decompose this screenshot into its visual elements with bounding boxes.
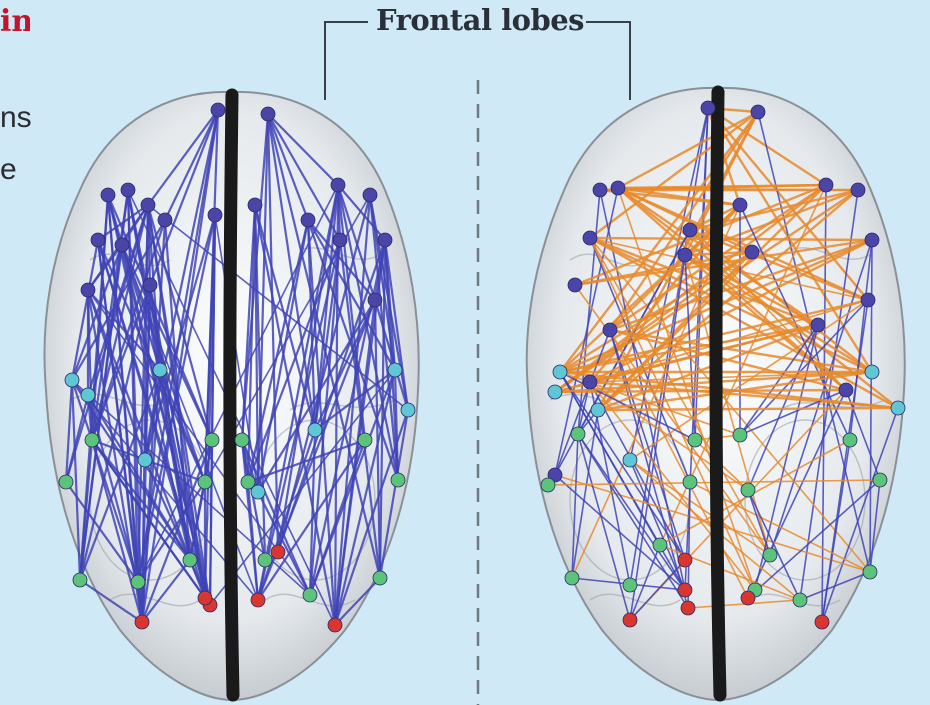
right-node-13 [861,293,875,307]
left-node-44 [135,615,149,629]
right-node-10 [865,233,879,247]
left-node-26 [205,433,219,447]
left-node-8 [208,208,222,222]
left-node-10 [301,213,315,227]
left-node-27 [235,433,249,447]
right-node-9 [745,245,759,259]
right-node-26 [688,433,702,447]
left-node-7 [115,238,129,252]
right-node-34 [763,548,777,562]
right-node-4 [819,178,833,192]
right-node-33 [653,538,667,552]
left-node-12 [363,188,377,202]
margin-text-fragment-3: e [0,152,18,188]
left-node-39 [373,571,387,585]
right-node-14 [603,323,617,337]
right-node-42 [681,601,695,615]
right-node-8 [733,198,747,212]
right-node-45 [623,613,637,627]
right-node-17 [839,383,853,397]
left-node-1 [261,107,275,121]
left-node-0 [211,103,225,117]
right-node-23 [623,453,637,467]
left-node-19 [81,388,95,402]
left-node-34 [183,553,197,567]
left-node-29 [59,475,73,489]
right-node-3 [611,181,625,195]
right-node-0 [701,101,715,115]
left-node-18 [65,373,79,387]
left-node-30 [198,475,212,489]
right-node-11 [568,278,582,292]
right-node-22 [891,401,905,415]
margin-text-fragment-1: in [0,4,30,40]
left-node-20 [153,363,167,377]
left-node-22 [401,403,415,417]
left-node-4 [141,198,155,212]
left-node-40 [271,545,285,559]
right-node-41 [678,583,692,597]
right-node-1 [751,105,765,119]
left-node-32 [391,473,405,487]
left-node-5 [158,213,172,227]
right-node-38 [793,593,807,607]
left-node-25 [85,433,99,447]
right-node-15 [811,318,825,332]
right-brain [527,88,905,700]
left-node-3 [101,188,115,202]
left-node-15 [81,283,95,297]
left-node-35 [258,553,272,567]
left-node-42 [251,593,265,607]
left-node-2 [121,183,135,197]
right-node-20 [591,403,605,417]
right-node-29 [541,478,555,492]
right-node-2 [593,183,607,197]
right-node-32 [873,473,887,487]
right-midline-fissure [716,92,720,695]
left-brain [44,92,418,700]
left-node-24 [308,423,322,437]
right-node-19 [548,385,562,399]
left-node-13 [378,233,392,247]
left-node-21 [388,363,402,377]
right-node-40 [678,553,692,567]
left-node-33 [251,485,265,499]
left-node-16 [143,278,157,292]
right-node-7 [683,223,697,237]
left-node-23 [138,453,152,467]
left-node-17 [368,293,382,307]
left-node-28 [358,433,372,447]
margin-text-fragment-2: ns [0,100,36,136]
left-node-45 [198,591,212,605]
left-node-14 [333,233,347,247]
right-node-35 [565,571,579,585]
right-node-39 [863,565,877,579]
right-node-43 [741,591,755,605]
left-node-9 [248,198,262,212]
right-node-36 [623,578,637,592]
right-node-18 [553,365,567,379]
right-node-21 [865,365,879,379]
right-node-16 [583,375,597,389]
left-node-37 [131,575,145,589]
right-node-28 [843,433,857,447]
right-node-5 [851,183,865,197]
left-node-36 [73,573,87,587]
right-node-25 [571,427,585,441]
right-node-27 [733,428,747,442]
right-node-31 [741,483,755,497]
right-node-30 [683,475,697,489]
left-node-43 [328,618,342,632]
right-node-12 [678,248,692,262]
left-node-6 [91,233,105,247]
left-midline-fissure [230,95,233,695]
left-node-38 [303,588,317,602]
right-node-44 [815,615,829,629]
right-node-6 [583,231,597,245]
left-node-11 [331,178,345,192]
frontal-lobes-label: Frontal lobes [376,2,584,38]
